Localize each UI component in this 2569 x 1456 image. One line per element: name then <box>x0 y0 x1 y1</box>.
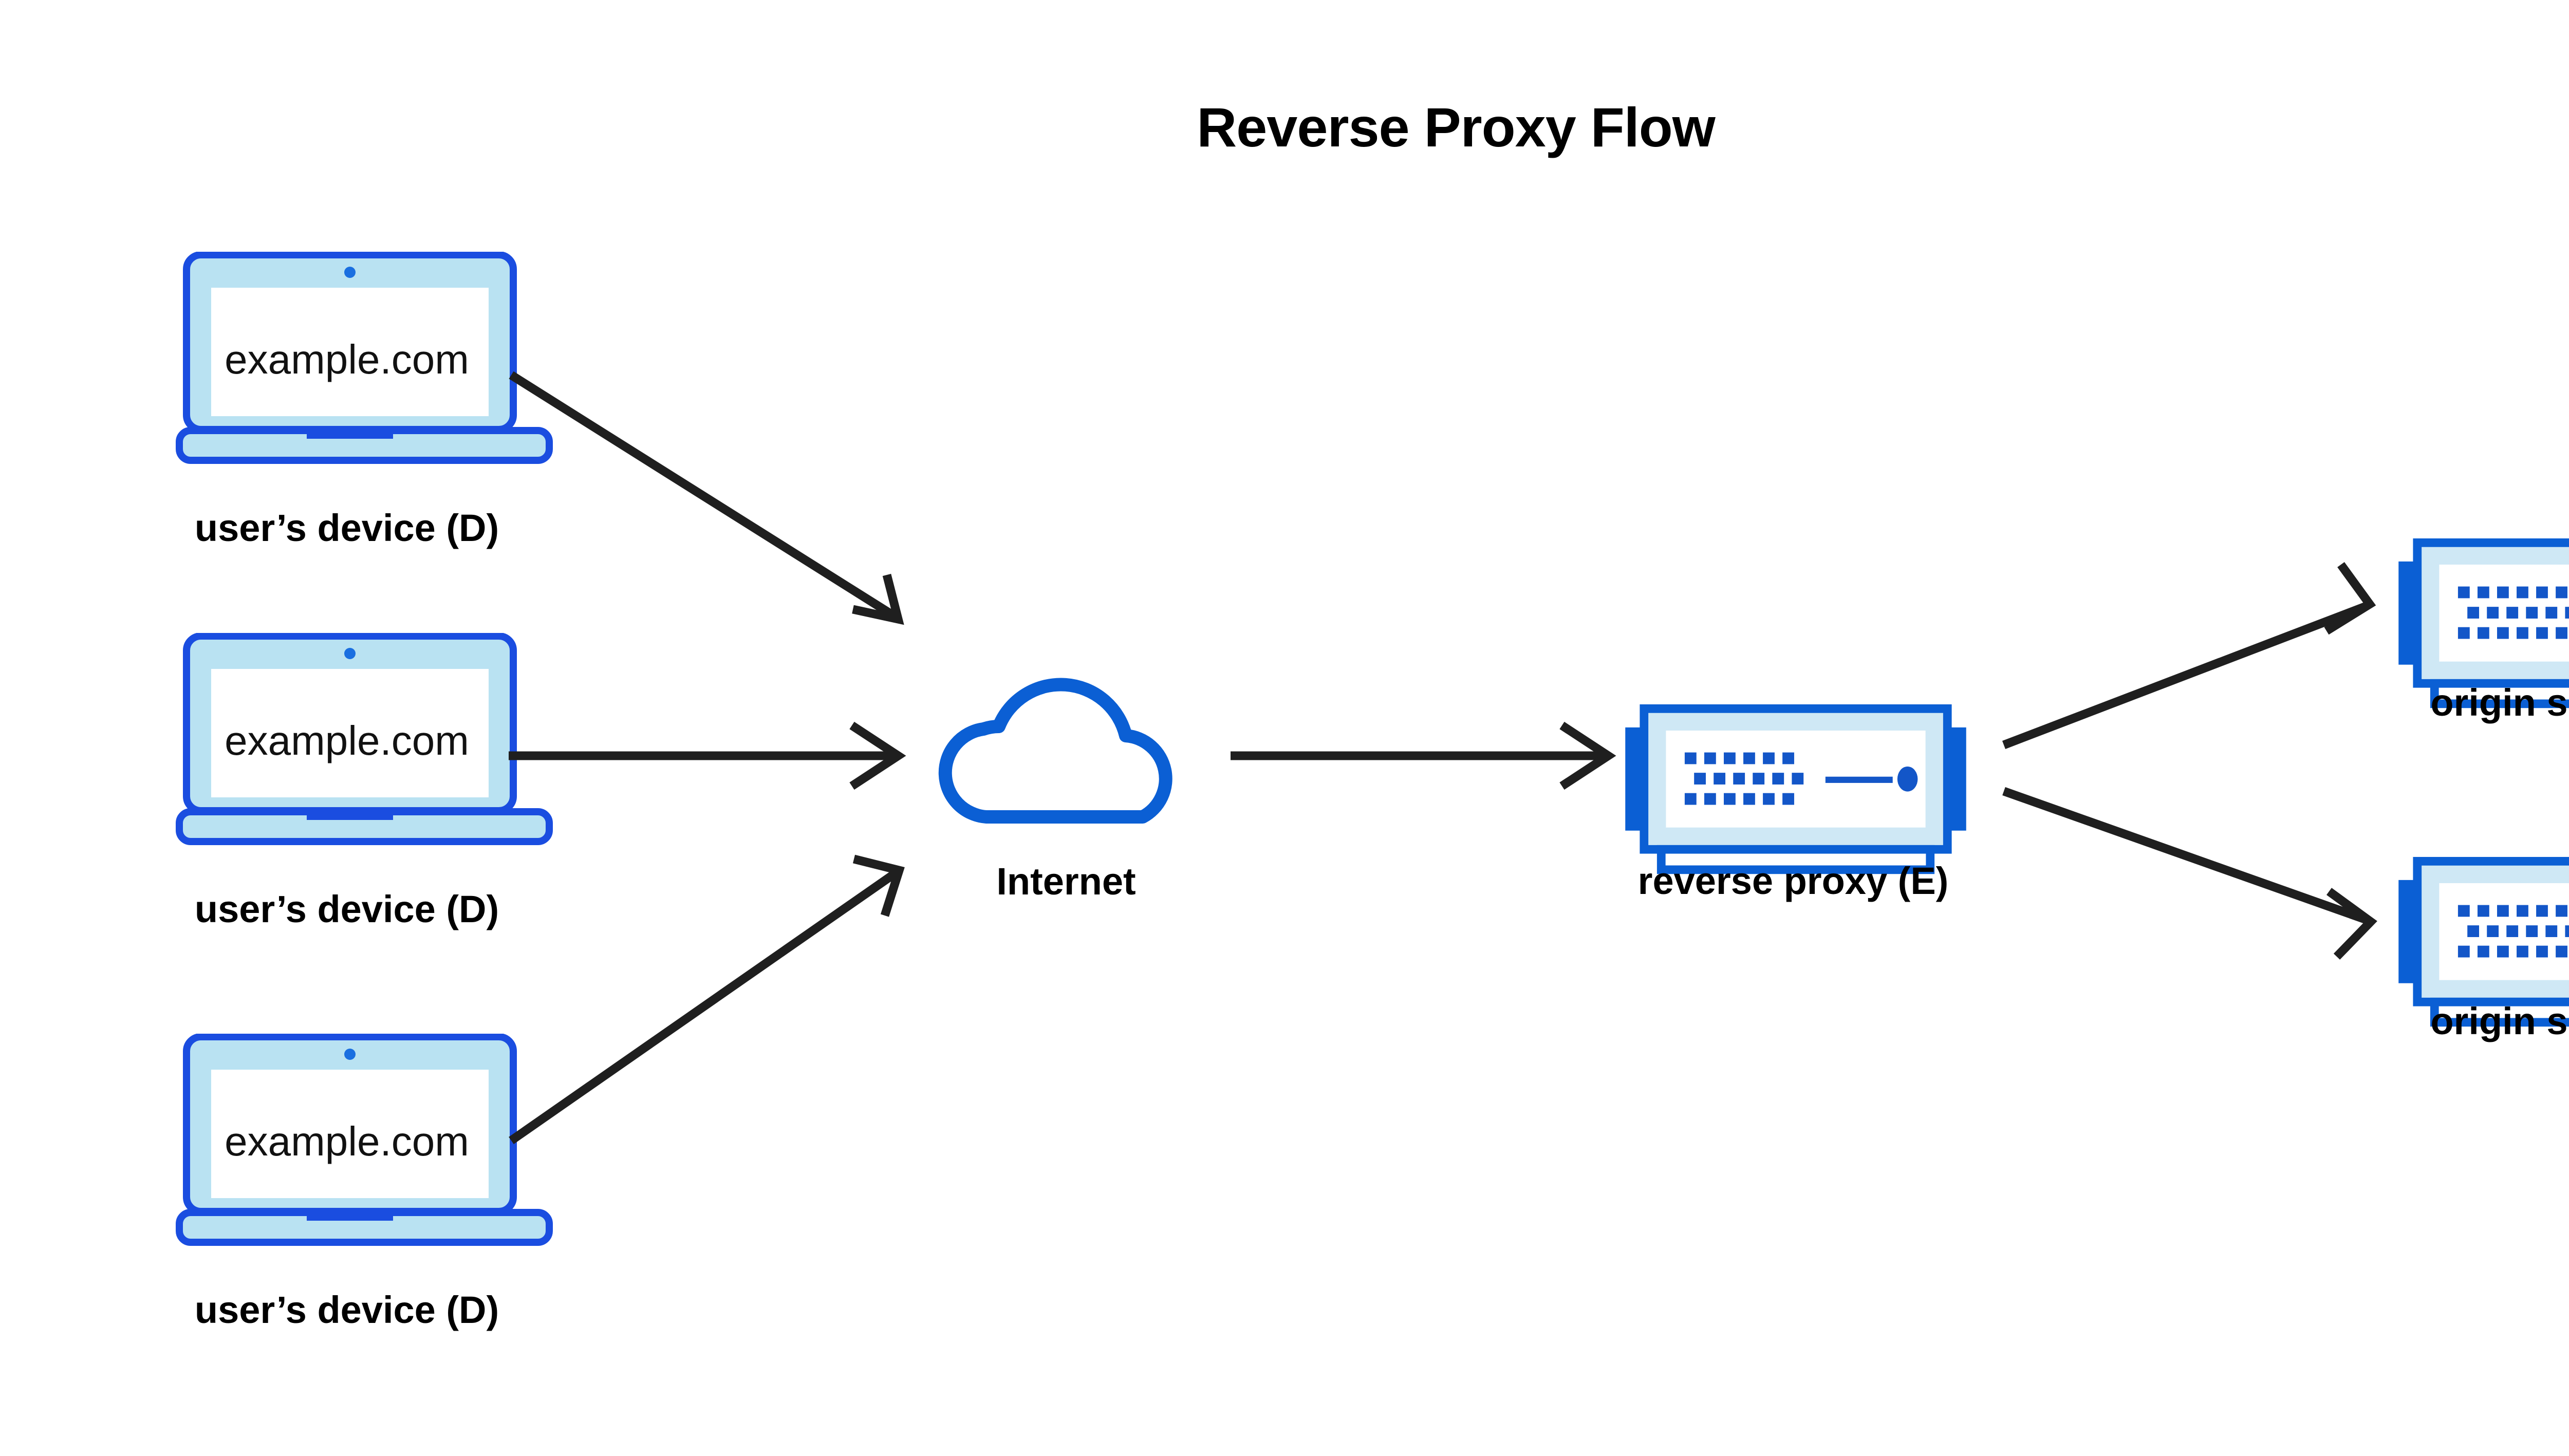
connector-arrow <box>2002 787 2377 960</box>
device-screen-text: example.com <box>225 1118 469 1164</box>
connector-arrow <box>509 721 906 790</box>
device-label: user’s device (D) <box>194 1289 499 1331</box>
device-screen-text: example.com <box>225 337 469 382</box>
connector-arrow <box>509 854 905 1144</box>
server-icon <box>2398 543 2569 703</box>
cloud-icon <box>945 684 1166 817</box>
page-title: Reverse Proxy Flow <box>1197 96 1715 158</box>
server-icon <box>1625 708 1966 869</box>
origin-server-label: origin server (F) <box>2430 681 2569 724</box>
server-icon <box>2398 861 2569 1022</box>
device-label: user’s device (D) <box>194 888 499 930</box>
connector-arrow <box>509 371 904 625</box>
reverse-proxy-label: reverse proxy (E) <box>1637 860 1949 902</box>
connector-arrow <box>2002 562 2376 749</box>
device-screen-text: example.com <box>225 718 469 763</box>
internet-label: Internet <box>996 860 1136 903</box>
origin-server-label: origin server (F) <box>2430 1000 2569 1042</box>
device-label: user’s device (D) <box>194 507 499 549</box>
connector-arrow <box>1231 721 1616 790</box>
